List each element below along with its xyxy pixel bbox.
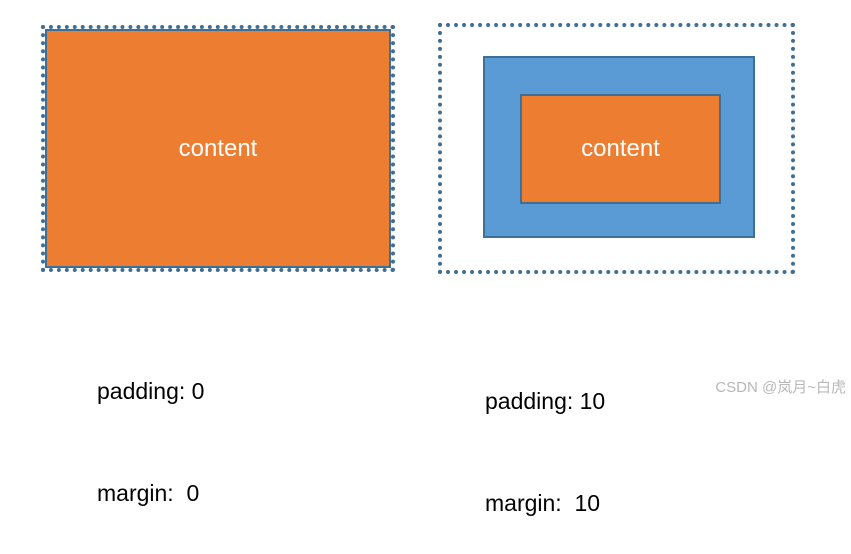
- left-padding-caption: padding: 0: [97, 378, 205, 404]
- right-content-label: content: [581, 135, 660, 162]
- right-padding-caption: padding: 10: [485, 388, 606, 414]
- left-content-label: content: [178, 134, 258, 162]
- right-margin-caption: margin: 10: [485, 490, 601, 516]
- left-margin-caption: margin: 0: [97, 480, 200, 506]
- right-caption: padding: 10 margin: 10: [485, 316, 605, 554]
- right-content-box: content: [520, 94, 721, 204]
- left-caption: padding: 0 margin: 0: [97, 306, 204, 544]
- right-margin-outline: [438, 23, 795, 274]
- left-margin-outline: [41, 25, 395, 272]
- watermark: CSDN @岚月~白虎: [715, 379, 846, 396]
- left-content-box: content: [45, 29, 391, 268]
